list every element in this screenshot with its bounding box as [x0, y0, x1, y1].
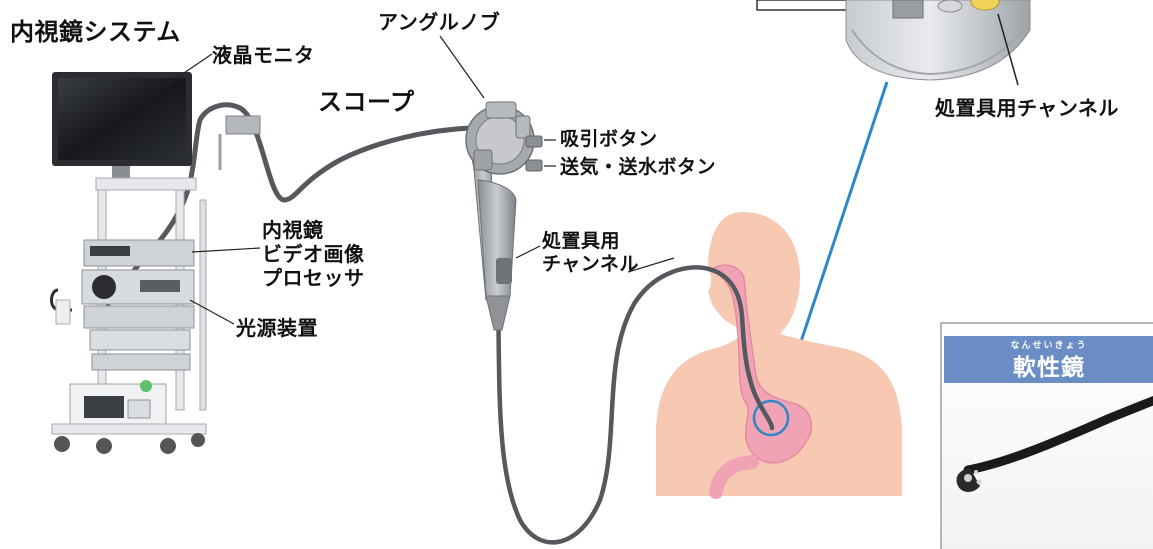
- magnified-scope-tip: [757, 0, 1030, 85]
- endoscopy-cart: [52, 72, 261, 454]
- angle-knob: [466, 102, 534, 174]
- inset-header: なんせいきょう 軟性鏡: [944, 336, 1153, 383]
- instrument-channel-tip-label: 処置具用チャンネル: [935, 96, 1119, 120]
- patient-silhouette: [656, 212, 902, 496]
- suction-button-shape: [526, 136, 542, 147]
- light-source-label: 光源装置: [236, 316, 318, 340]
- angle-knob-label: アングルノブ: [378, 10, 500, 34]
- air-water-button-shape: [526, 160, 542, 171]
- scope-handle: [466, 102, 542, 330]
- monitor-label: 液晶モニタ: [212, 43, 315, 67]
- inset-title: 軟性鏡: [944, 348, 1153, 382]
- suction-button-label: 吸引ボタン: [560, 128, 658, 151]
- system-title: 内視鏡システム: [10, 18, 181, 47]
- air-water-button-label: 送気・送水ボタン: [560, 156, 716, 179]
- scope-label: スコープ: [318, 88, 415, 117]
- video-processor-label: 内視鏡 ビデオ画像 プロセッサ: [262, 218, 365, 290]
- instrument-channel-scope-label: 処置具用 チャンネル: [542, 230, 639, 276]
